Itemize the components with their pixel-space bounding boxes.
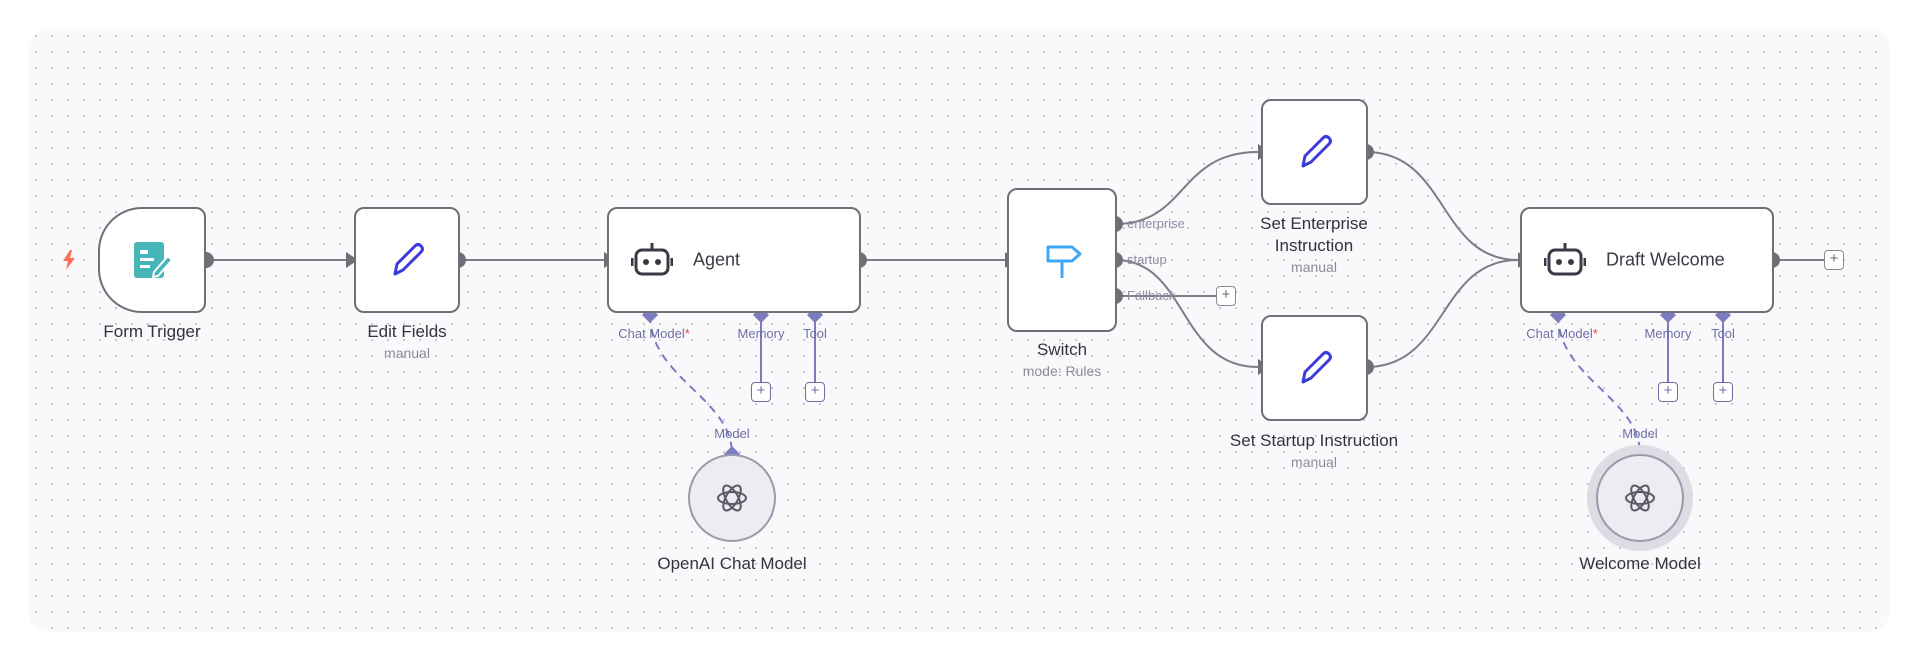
switch-output-startup: startup [1127,252,1167,267]
add-fallback-node-button[interactable]: + [1216,286,1236,306]
openai-chat-model-node[interactable] [688,454,776,542]
add-tool-button[interactable]: + [1713,382,1733,402]
switch-label: Switch mode: Rules [1022,340,1102,379]
switch-output-enterprise: enterprise [1127,216,1185,231]
welcome-model-port-label: Model [1622,426,1658,441]
ai-connection-welcome-model [1557,314,1641,455]
add-memory-button[interactable]: + [751,382,771,402]
agent-chat-model-port[interactable]: Chat Model* [618,326,690,341]
switch-node[interactable] [1007,188,1117,332]
openai-icon [715,481,749,515]
form-trigger-node[interactable] [98,207,206,313]
edit-fields-label: Edit Fields manual [367,322,447,361]
openai-model-port-label: Model [714,426,750,441]
pen-icon [1293,346,1337,390]
edit-fields-node[interactable] [354,207,460,313]
set-enterprise-label: Set Enterprise Instruction manual [1260,214,1368,275]
agent-memory-port[interactable]: Memory [737,326,785,341]
draft-welcome-title: Draft Welcome [1606,249,1725,270]
agent-tool-port[interactable]: Tool [803,326,827,341]
set-startup-label: Set Startup Instruction manual [1229,431,1399,470]
add-next-node-button[interactable]: + [1824,250,1844,270]
robot-icon [1544,240,1586,280]
openai-chat-model-label: OpenAI Chat Model [657,554,807,573]
robot-icon [631,240,673,280]
connection-enterprise-to-draft [1365,151,1519,261]
connection-switch-enterprise [1114,151,1259,225]
trigger-bolt-icon [63,250,75,270]
draft-memory-port[interactable]: Memory [1644,326,1692,341]
agent-node[interactable]: Agent [607,207,861,313]
workflow-canvas[interactable]: Form Trigger Edit Fields manual Agent Ch… [28,28,1890,632]
pen-icon [385,238,429,282]
welcome-model-label: Welcome Model [1579,554,1701,573]
pen-icon [1293,130,1337,174]
form-icon [130,238,174,282]
set-enterprise-instruction-node[interactable] [1261,99,1368,205]
signpost-icon [1040,238,1084,282]
connection-switch-startup [1114,259,1259,368]
openai-icon [1623,481,1657,515]
agent-title: Agent [693,249,741,270]
add-memory-button[interactable]: + [1658,382,1678,402]
add-tool-button[interactable]: + [805,382,825,402]
connection-startup-to-draft [1365,259,1519,368]
welcome-model-node[interactable] [1596,454,1684,542]
ai-connection-model-to-agent [649,314,733,455]
switch-output-fallback: Fallback [1127,288,1176,303]
input-arrow [346,252,358,268]
draft-welcome-node[interactable]: Draft Welcome [1520,207,1774,313]
draft-tool-port[interactable]: Tool [1711,326,1735,341]
connections-layer [198,142,1824,462]
set-startup-instruction-node[interactable] [1261,315,1368,421]
form-trigger-label: Form Trigger [103,322,201,341]
draft-chat-model-port[interactable]: Chat Model* [1526,326,1598,341]
